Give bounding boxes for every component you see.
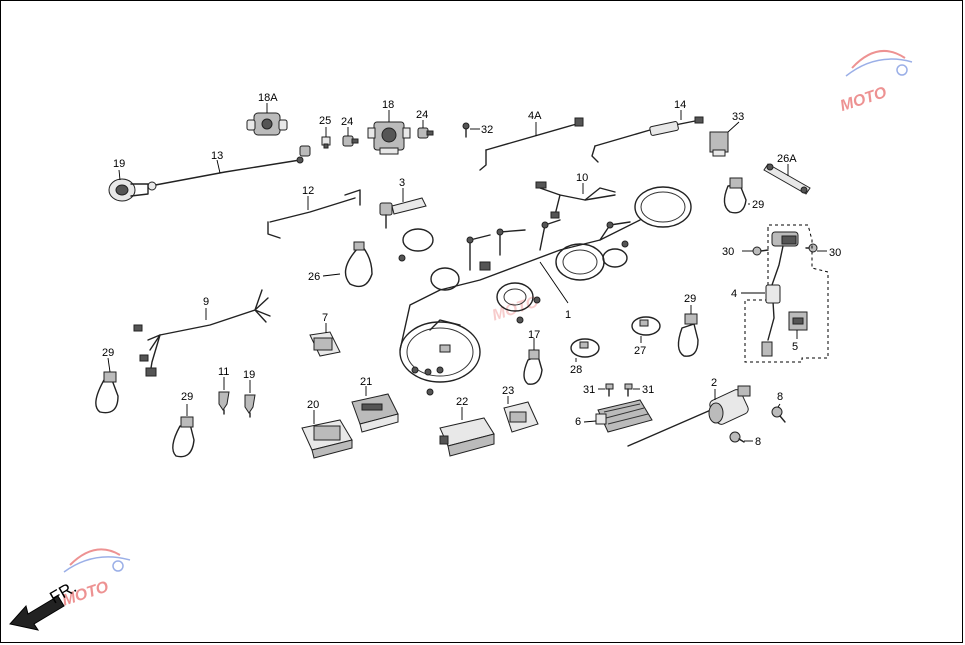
part-21-module bbox=[351, 393, 399, 433]
label-17: 17 bbox=[528, 329, 540, 341]
label-6: 6 bbox=[575, 416, 581, 428]
label-29-c: 29 bbox=[684, 293, 696, 305]
part-12-harness bbox=[267, 189, 361, 239]
label-21: 21 bbox=[360, 376, 372, 388]
label-4A: 4A bbox=[528, 110, 542, 122]
part-2-coil bbox=[627, 385, 751, 447]
part-1-main-harness bbox=[398, 186, 692, 396]
part-30-screw-right bbox=[805, 243, 818, 253]
part-27-tie bbox=[631, 316, 661, 336]
label-29-a: 29 bbox=[752, 199, 764, 211]
part-11-clip bbox=[218, 391, 230, 415]
label-33: 33 bbox=[732, 111, 744, 123]
label-18: 18 bbox=[382, 99, 394, 111]
part-18-module bbox=[367, 121, 411, 155]
part-10-wire bbox=[535, 181, 616, 219]
svg-text:MOTO: MOTO bbox=[838, 84, 889, 115]
part-4-harness-box bbox=[744, 224, 829, 363]
part-24-bolt-2 bbox=[417, 127, 434, 139]
label-5: 5 bbox=[792, 341, 798, 353]
label-11: 11 bbox=[218, 366, 229, 378]
part-4A-cable bbox=[479, 117, 584, 171]
label-30-a: 30 bbox=[722, 246, 734, 258]
label-26A: 26A bbox=[777, 153, 797, 165]
part-22-box bbox=[439, 417, 495, 457]
part-19-clip bbox=[244, 394, 256, 418]
label-26: 26 bbox=[308, 271, 320, 283]
part-23-bracket bbox=[503, 401, 539, 433]
part-13-cable bbox=[147, 145, 311, 191]
part-31-screw-left bbox=[605, 383, 614, 397]
label-30-b: 30 bbox=[829, 247, 841, 259]
label-23: 23 bbox=[502, 385, 514, 397]
part-29-clamp-d bbox=[172, 416, 195, 458]
part-32-bolt bbox=[462, 122, 470, 138]
label-29-b: 29 bbox=[102, 347, 114, 359]
part-17-clamp bbox=[523, 349, 543, 385]
label-27: 27 bbox=[634, 345, 646, 357]
part-29-clamp-c bbox=[677, 313, 699, 357]
label-9: 9 bbox=[203, 296, 209, 308]
part-26A-bracket bbox=[763, 163, 811, 195]
part-8-bolt-bottom bbox=[729, 431, 745, 443]
label-32: 32 bbox=[481, 124, 493, 136]
label-22: 22 bbox=[456, 396, 468, 408]
part-labels: 18A 18 25 24 24 13 19 12 3 32 4A 14 33 1… bbox=[102, 92, 841, 448]
label-13: 13 bbox=[211, 150, 223, 162]
label-19-b: 19 bbox=[243, 369, 255, 381]
label-8-b: 8 bbox=[755, 436, 761, 448]
part-33-connector bbox=[709, 131, 729, 157]
part-14-cable bbox=[591, 116, 704, 163]
label-1: 1 bbox=[565, 309, 571, 321]
label-8-a: 8 bbox=[777, 391, 783, 403]
front-direction-arrow bbox=[9, 595, 65, 631]
part-20-ecu bbox=[301, 419, 353, 459]
part-19-grip bbox=[108, 178, 149, 202]
label-4: 4 bbox=[731, 288, 737, 300]
label-3: 3 bbox=[399, 177, 405, 189]
label-10: 10 bbox=[576, 172, 588, 184]
part-29-clamp-b bbox=[95, 371, 119, 414]
part-25-bolt bbox=[321, 136, 331, 149]
label-28: 28 bbox=[570, 364, 582, 376]
part-9-harness bbox=[133, 289, 271, 377]
part-7-module bbox=[309, 331, 341, 357]
label-18A: 18A bbox=[258, 92, 278, 104]
label-31-a: 31 bbox=[583, 384, 595, 396]
label-2: 2 bbox=[711, 377, 717, 389]
part-28-tie bbox=[570, 338, 600, 358]
part-3-sensor bbox=[379, 197, 427, 229]
label-12: 12 bbox=[302, 185, 314, 197]
part-24-bolt bbox=[342, 135, 359, 147]
part-29-clamp-a bbox=[723, 177, 747, 214]
part-6-regulator bbox=[595, 399, 653, 433]
part-26-strap bbox=[344, 241, 373, 288]
label-7: 7 bbox=[322, 312, 328, 324]
part-5-connector bbox=[788, 311, 808, 331]
watermark-logo-top: MOTO bbox=[838, 50, 913, 115]
label-19-a: 19 bbox=[113, 158, 125, 170]
part-8-bolt-top bbox=[771, 406, 786, 423]
part-18A-sensor bbox=[246, 112, 288, 136]
label-25: 25 bbox=[319, 115, 331, 127]
label-24-b: 24 bbox=[416, 109, 428, 121]
part-30-screw-left bbox=[752, 246, 769, 256]
label-29-d: 29 bbox=[181, 391, 193, 403]
label-20: 20 bbox=[307, 399, 319, 411]
part-31-screw-right bbox=[624, 383, 633, 397]
label-14: 14 bbox=[674, 99, 686, 111]
label-24-a: 24 bbox=[341, 116, 353, 128]
label-31-b: 31 bbox=[642, 384, 654, 396]
